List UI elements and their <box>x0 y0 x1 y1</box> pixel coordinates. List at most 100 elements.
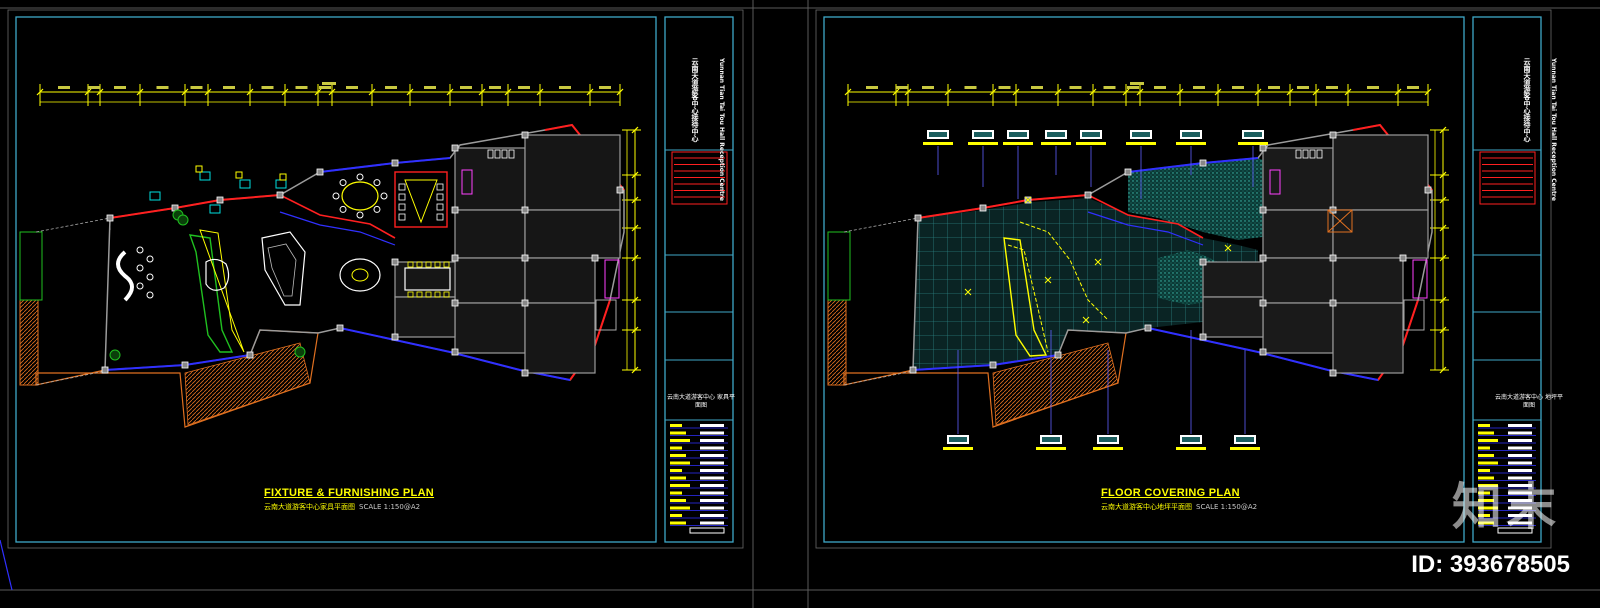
material-tag-text <box>1230 447 1260 450</box>
column <box>1199 159 1207 167</box>
dimension-text <box>489 86 501 89</box>
column <box>1084 191 1092 199</box>
sheet1-project-en: Yunnan Tian Tai Tou Hall Reception Centr… <box>718 58 725 201</box>
column <box>451 206 459 214</box>
dimension-slash <box>1424 88 1432 96</box>
title-block-row-text <box>1478 454 1494 457</box>
vip-chair <box>380 192 388 200</box>
column <box>316 168 324 176</box>
dimension-slash <box>844 88 852 96</box>
plant <box>177 214 189 226</box>
dimension-slash <box>1122 88 1130 96</box>
stair-left <box>827 299 847 386</box>
sheet1-subtitle-cn: 云南大道游客中心家具平面图 <box>264 503 355 511</box>
meeting-chair <box>407 261 414 268</box>
title-block-row-text <box>670 431 686 435</box>
dimension-slash <box>204 88 212 96</box>
title-block-row-value <box>700 469 724 472</box>
title-block-row-text <box>1478 499 1494 502</box>
room-wall <box>1262 302 1334 354</box>
title-block-row-value <box>1508 506 1532 510</box>
vip-sofa <box>436 183 444 191</box>
title-block-row-text <box>670 521 686 525</box>
column <box>1124 168 1132 176</box>
title-block-row-value <box>1508 461 1532 465</box>
furniture-tag-yellow <box>195 165 203 173</box>
dimension-slash <box>478 88 486 96</box>
column <box>521 299 529 307</box>
floor-marker-x <box>964 288 972 296</box>
dimension-slash <box>536 88 544 96</box>
dimension-slash <box>631 171 639 179</box>
title-block-row-text <box>1478 521 1494 525</box>
material-tag-text <box>1036 447 1066 450</box>
facade-red-segment <box>109 194 281 219</box>
title-block-row-text <box>670 506 690 510</box>
room-wall <box>1262 209 1334 259</box>
room-wall <box>524 134 621 211</box>
material-tag-text <box>1126 142 1156 145</box>
canopy-dashed-line <box>843 217 919 233</box>
dimension-slash <box>1439 126 1447 134</box>
column <box>1259 144 1267 152</box>
furniture-tag <box>209 204 221 214</box>
floor-marker-x <box>1224 244 1232 252</box>
material-tag-text <box>1238 142 1268 145</box>
wc-fixture <box>1309 149 1316 159</box>
title-block-row-text <box>1478 439 1498 442</box>
wc-fixture <box>487 149 494 159</box>
vip-room-carpet <box>404 179 438 224</box>
dimension-text <box>58 86 70 89</box>
interior-curved-wall-2 <box>279 211 396 246</box>
title-block-row-text <box>670 484 690 487</box>
meeting-table <box>404 267 451 291</box>
meeting-chair <box>407 291 414 298</box>
title-block-row-text <box>670 514 682 517</box>
column <box>276 191 284 199</box>
title-block-row-text <box>1478 431 1494 435</box>
title-block-row-value <box>1508 521 1532 525</box>
floor-carpet-area <box>1128 158 1278 240</box>
meeting-chair <box>425 261 432 268</box>
floor-stone-band <box>1003 237 1048 357</box>
canopy-dashed-line <box>35 217 111 233</box>
title-block-row-text <box>1478 424 1490 427</box>
plant <box>294 346 306 358</box>
vip-chair <box>356 211 364 219</box>
dimension-text <box>559 86 571 89</box>
dimension-text <box>1031 86 1043 89</box>
room-wall <box>454 302 526 354</box>
floor-marker-x <box>1044 276 1052 284</box>
column <box>391 333 399 341</box>
material-tag-inner <box>1082 132 1100 137</box>
dimension-slash <box>944 88 952 96</box>
dimension-text <box>114 86 126 89</box>
title-block-row-value <box>700 506 724 510</box>
title-block-row-value <box>700 446 724 450</box>
dimension-text <box>1103 86 1116 89</box>
dimension-slash <box>1054 88 1062 96</box>
vip-chair <box>332 192 340 200</box>
title-block-row-text <box>1478 491 1490 495</box>
meeting-chair <box>443 291 450 298</box>
dimension-slash <box>314 88 322 96</box>
dimension-slash <box>328 88 336 96</box>
material-tag-inner <box>974 132 992 137</box>
material-tag-text <box>1003 142 1033 145</box>
title-block-row-value <box>1508 499 1532 502</box>
dimension-text <box>1154 86 1166 89</box>
title-block-row-value <box>700 499 724 502</box>
column <box>1259 348 1267 356</box>
dimension-slash <box>96 88 104 96</box>
sheet-border <box>815 9 1552 549</box>
sheet-floor-covering <box>815 9 1552 549</box>
material-tag-text <box>923 142 953 145</box>
dimension-slash <box>1136 88 1144 96</box>
title-block-row-value <box>1508 484 1532 487</box>
display-island <box>205 258 230 291</box>
plant <box>109 349 121 361</box>
dimension-text <box>1127 86 1139 89</box>
display-table-inner <box>267 243 297 297</box>
title-block-stamp <box>1497 527 1533 534</box>
title-block-row-value <box>1508 446 1532 450</box>
